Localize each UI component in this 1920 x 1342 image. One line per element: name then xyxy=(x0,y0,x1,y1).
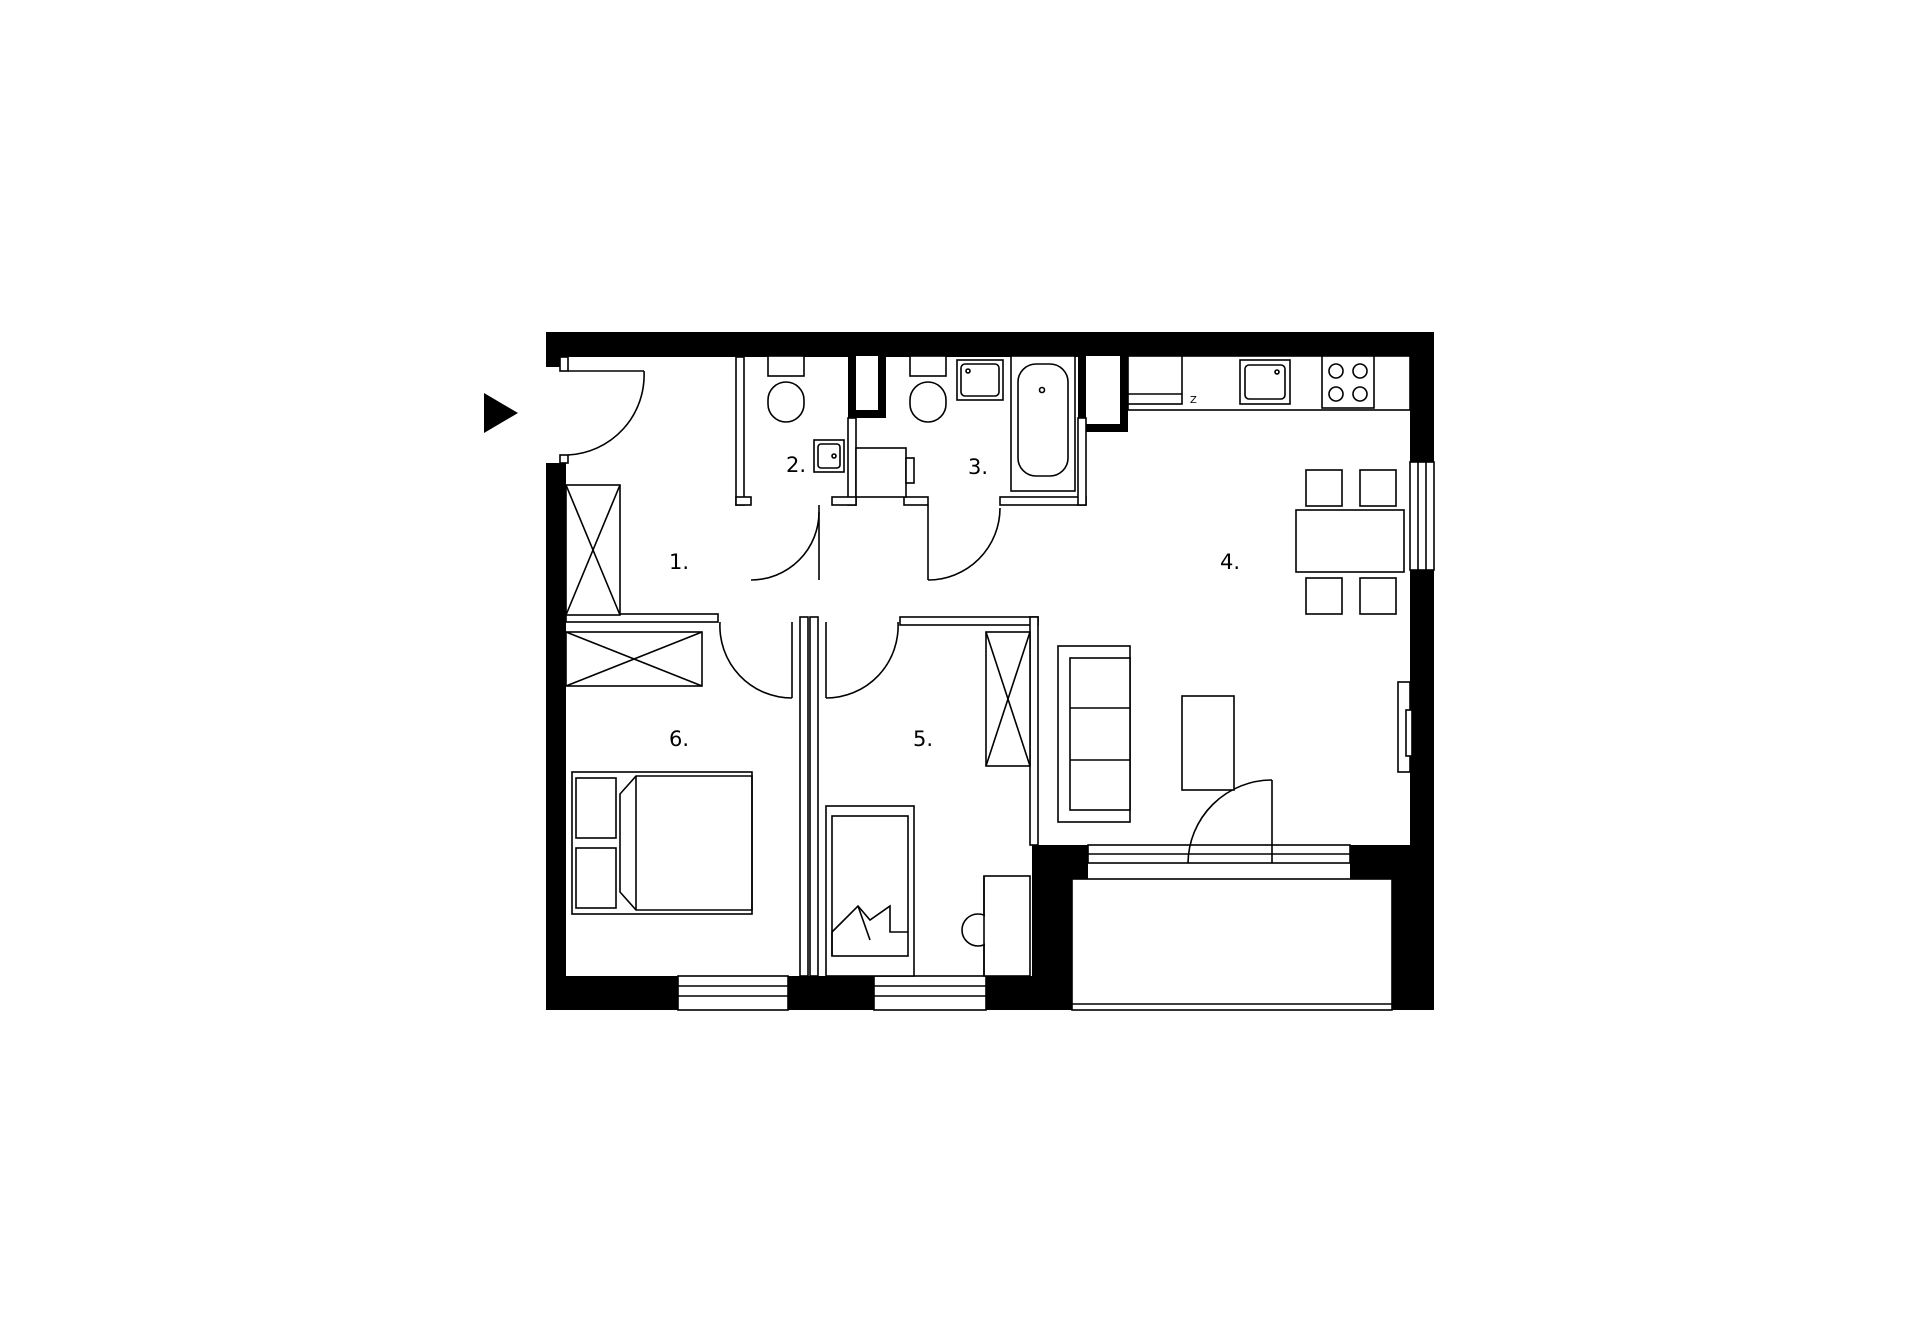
door-bedroom-6 xyxy=(719,621,793,699)
entrance-arrow-icon xyxy=(484,393,518,433)
interior-walls xyxy=(565,356,1087,977)
shaft-inner xyxy=(1086,356,1120,424)
dining-table xyxy=(1295,469,1405,615)
bathroom-fixtures xyxy=(855,355,1076,498)
kitchen-counter xyxy=(1127,355,1411,411)
room-label-2: 2. xyxy=(786,453,806,477)
tv-unit xyxy=(1397,681,1413,773)
room-label-3: 3. xyxy=(968,455,988,479)
room5-wardrobe xyxy=(985,631,1031,767)
door-bathroom xyxy=(927,505,1001,581)
desk xyxy=(961,875,1031,977)
balcony xyxy=(1071,878,1393,1011)
wc-fixtures xyxy=(767,355,845,473)
exterior-walls xyxy=(546,332,1434,1010)
door-wc xyxy=(750,505,820,581)
coffee-table xyxy=(1181,695,1235,791)
double-bed xyxy=(571,771,753,915)
hall-wardrobe xyxy=(565,484,621,616)
sofa xyxy=(1057,645,1131,823)
entrance-door xyxy=(559,356,645,464)
room-label-1: 1. xyxy=(669,550,689,574)
bedroom-wardrobe xyxy=(565,631,703,687)
window-bottom-left xyxy=(677,975,789,1011)
kitchen-marker: Z xyxy=(1190,395,1197,406)
room-label-4: 4. xyxy=(1220,550,1240,574)
balcony-door xyxy=(1187,779,1273,864)
balcony-window xyxy=(1087,844,1351,864)
room-label-6: 6. xyxy=(669,727,689,751)
door-room-5 xyxy=(825,621,899,699)
room-label-5: 5. xyxy=(913,727,933,751)
window-bottom-middle xyxy=(873,975,987,1011)
shaft-inner xyxy=(856,356,878,410)
single-bed xyxy=(825,805,915,977)
window-right xyxy=(1409,461,1435,571)
